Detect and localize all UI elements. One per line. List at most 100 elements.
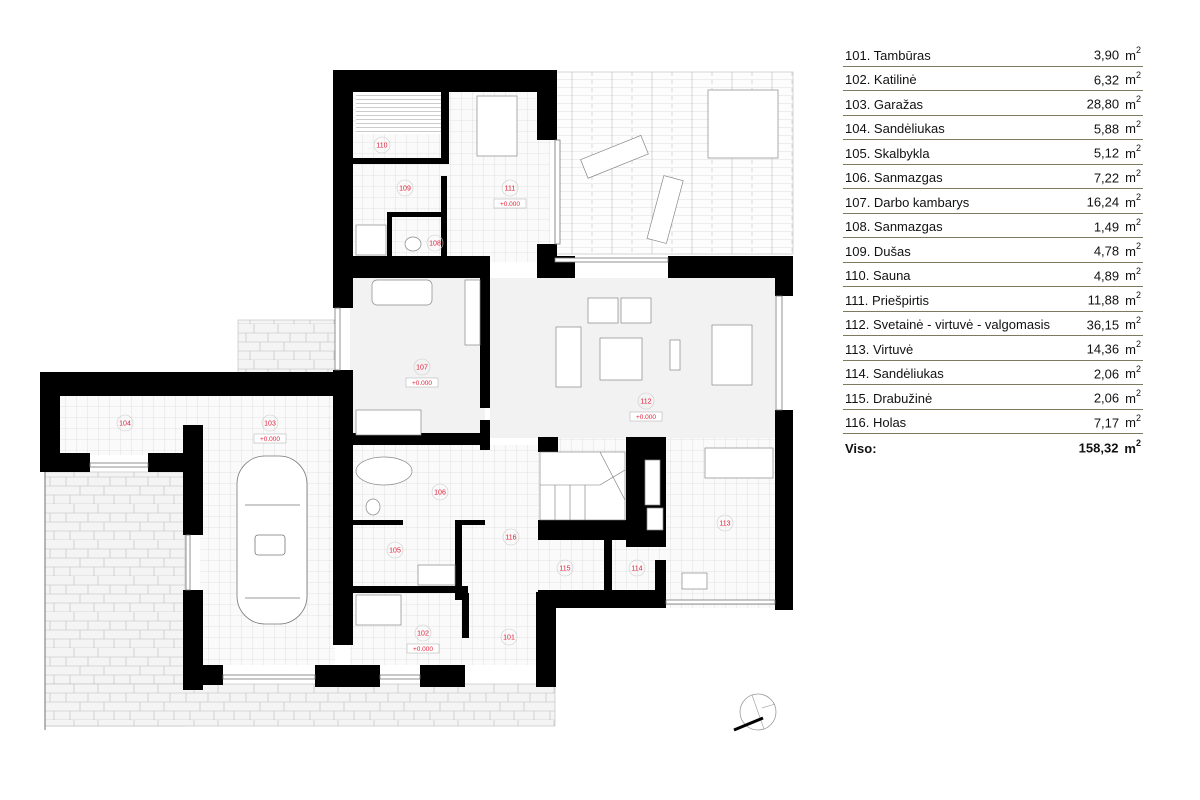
office-desk [371, 279, 433, 306]
room-name: 111. Priešpirtis [845, 292, 930, 308]
sink [681, 572, 708, 590]
floor-storage-104 [60, 395, 200, 455]
room-tag-105: 105 [386, 541, 404, 559]
kitchen-counter [644, 459, 661, 506]
room-name: 113. Virtuvė [845, 341, 914, 357]
sunbed [646, 175, 684, 244]
room-tag-107: 107 +0.000 [405, 358, 439, 388]
tv-unit [669, 339, 681, 371]
svg-text:104: 104 [119, 421, 131, 428]
windows [89, 139, 783, 680]
room-name: 102. Katilinė [845, 72, 917, 87]
north-arrow-icon [733, 693, 777, 732]
svg-text:107: 107 [416, 365, 428, 372]
room-name: 116. Holas [845, 415, 907, 430]
room-tags: 101102+0.000103+0.000104105106107+0.0001… [116, 136, 734, 654]
svg-text:+0.000: +0.000 [260, 436, 280, 443]
room-tag-114: 114 [628, 559, 646, 577]
svg-text:111: 111 [505, 186, 516, 193]
svg-text:103: 103 [264, 421, 276, 428]
svg-text:+0.000: +0.000 [412, 380, 432, 387]
room-tag-112: 112+0.000 [629, 392, 663, 422]
toilet-106 [365, 498, 381, 516]
furniture [355, 89, 779, 626]
room-name: 110. Sauna [845, 268, 911, 283]
room-tag-104: 104 [116, 414, 134, 432]
room-tag-113: 113 [716, 514, 734, 532]
room-tag-115: 115 [556, 559, 574, 577]
room-tag-110: 110 [373, 136, 391, 154]
office-shelf [464, 279, 481, 346]
room-name: 105. Skalbykla [845, 145, 930, 161]
svg-text:116: 116 [505, 535, 516, 542]
toilet-108 [404, 236, 422, 252]
car [236, 455, 308, 625]
room-tag-109: 109 [396, 179, 414, 197]
room-tag-108: 108 [426, 234, 444, 252]
svg-text:+0.000: +0.000 [500, 201, 520, 208]
parasol [707, 89, 779, 159]
room-tag-103: 103 +0.000 [253, 414, 287, 444]
washer [417, 564, 456, 586]
table-row: 112. Svetainė - virtuvė - valgomasis 36,1… [843, 312, 1143, 336]
armchair [587, 297, 619, 324]
room-name: 107. Darbo kambarys [845, 194, 970, 210]
room-name: 103. Garažas [845, 96, 924, 112]
room-tag-111: 111 +0.000 [493, 179, 527, 209]
room-name: 108. Sanmazgas [845, 219, 943, 234]
svg-text:106: 106 [434, 490, 446, 497]
room-name: 106. Sanmazgas [845, 170, 943, 185]
svg-text:101: 101 [503, 635, 515, 642]
room-tag-116: 116 [502, 528, 520, 546]
bathtub [355, 456, 413, 486]
room-tag-106: 106 [431, 483, 449, 501]
room-name: 112. Svetainė - virtuvė - valgomasis [845, 317, 1050, 332]
room-name: 115. Drabužinė [845, 390, 933, 406]
dining-table [711, 324, 753, 386]
walls [40, 70, 793, 690]
room-name: 104. Sandėliukas [845, 121, 945, 136]
svg-text:108: 108 [429, 241, 441, 248]
kitchen-island [704, 447, 774, 479]
room-name: Viso: [845, 440, 877, 456]
svg-text:110: 110 [376, 143, 387, 150]
room-name: 109. Dušas [845, 243, 911, 259]
sauna-bench [356, 92, 441, 134]
svg-text:112: 112 [640, 399, 651, 406]
svg-text:109: 109 [399, 186, 411, 193]
svg-text:113: 113 [719, 521, 730, 528]
room-name: 114. Sandėliukas [845, 366, 944, 381]
floor-plan: 101102+0.000103+0.000104105106107+0.0001… [40, 70, 794, 732]
room-tag-102: 102+0.000 [406, 624, 440, 654]
stone-path [44, 683, 556, 727]
svg-text:114: 114 [631, 566, 642, 573]
